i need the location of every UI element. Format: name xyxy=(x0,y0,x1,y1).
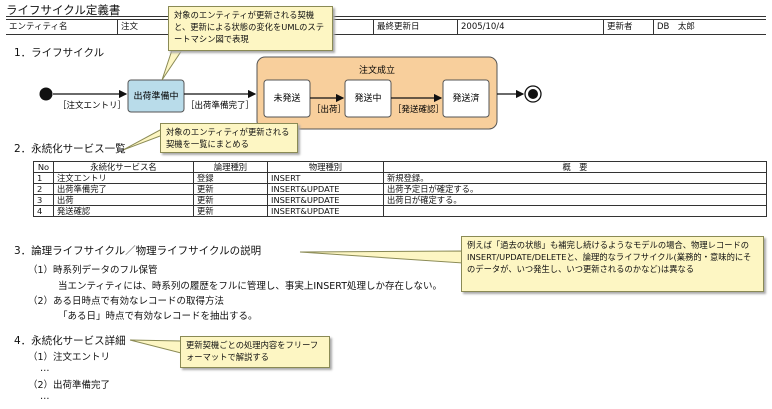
initial-state-dot xyxy=(39,87,53,101)
section-2-heading: 2．永続化サービス一覧 xyxy=(14,143,126,155)
col-logical-type: 論理種別 xyxy=(193,161,268,173)
cell-physical: INSERT&UPDATE xyxy=(267,205,384,217)
cell-logical: 更新 xyxy=(193,183,268,195)
callout-3-pointer xyxy=(299,250,464,264)
col-no: No xyxy=(33,161,54,173)
cell-summary: 出荷日が確定する。 xyxy=(383,194,767,206)
cell-logical: 更新 xyxy=(193,194,268,206)
cell-service: 注文エントリ xyxy=(53,172,194,184)
event-order-entry: ［注文エントリ］ xyxy=(58,100,126,111)
updater-value: DB 太郎 xyxy=(657,22,695,32)
composite-state-title: 注文成立 xyxy=(359,64,395,76)
cell-service: 出荷準備完了 xyxy=(53,183,194,195)
cell-physical: INSERT xyxy=(267,172,384,184)
cell-physical: INSERT&UPDATE xyxy=(267,183,384,195)
section-4-heading: 4．永続化サービス詳細 xyxy=(14,335,126,347)
callout-4-pointer xyxy=(129,339,182,354)
cell-service: 出荷 xyxy=(53,194,194,206)
section-3-sub2: （2）ある日時点で有効なレコードの取得方法 xyxy=(28,296,225,307)
section-4-ellipsis-2: … xyxy=(40,391,50,402)
persistence-service-table: No 永続化サービス名 論理種別 物理種別 概 要 1 注文エントリ 登録 IN… xyxy=(33,161,767,217)
callout-service-detail-note: 更新契機ごとの処理内容をフリーフォーマットで解説する xyxy=(180,336,330,368)
cell-physical: INSERT&UPDATE xyxy=(267,194,384,206)
table-row: 4 発送確認 更新 INSERT&UPDATE xyxy=(33,205,767,217)
title-divider xyxy=(6,16,766,17)
updater-label: 更新者 xyxy=(604,20,654,34)
table-header-row: No 永続化サービス名 論理種別 物理種別 概 要 xyxy=(33,161,767,173)
section-3-sub1: （1）時系列データのフル保管 xyxy=(28,265,158,276)
callout-service-list-note: 対象のエンティティが更新される契機を一覧にまとめる xyxy=(160,123,298,153)
state-shipped-label: 発送済 xyxy=(452,92,479,104)
cell-logical: 登録 xyxy=(193,172,268,184)
final-state-dot xyxy=(528,89,538,99)
callout-lifecycle-explanation-note: 例えば「過去の状態」も補完し続けるようなモデルの場合、物理レコードのINSERT… xyxy=(461,236,764,292)
cell-no: 1 xyxy=(33,172,54,184)
last-updated-label: 最終更新日 xyxy=(374,20,458,34)
cell-no: 2 xyxy=(33,183,54,195)
document-title: ライフサイクル定義書 xyxy=(6,3,121,17)
col-summary: 概 要 xyxy=(383,161,767,173)
table-row: 2 出荷準備完了 更新 INSERT&UPDATE 出荷予定日が確定する。 xyxy=(33,183,767,195)
state-shipping-prep xyxy=(127,79,185,113)
col-service-name: 永続化サービス名 xyxy=(53,161,194,173)
state-machine-diagram: 出荷準備中 注文成立 未発送 発送中 発送済 ［注文エントリ］ ［出荷準備完了］… xyxy=(39,31,542,151)
cell-summary: 新規登録。 xyxy=(383,172,767,184)
cell-summary xyxy=(383,205,767,217)
last-updated-value: 2005/10/4 xyxy=(458,20,604,34)
section-4-sub1: （1）注文エントリ xyxy=(28,352,111,363)
section-4-ellipsis-1: … xyxy=(40,363,50,374)
entity-name-value: 注文 xyxy=(118,20,374,34)
state-unshipped-label: 未発送 xyxy=(273,92,300,104)
col-physical-type: 物理種別 xyxy=(267,161,384,173)
entity-name-label: エンティティ名 xyxy=(6,20,118,34)
section-1-heading: 1．ライフサイクル xyxy=(14,47,105,59)
state-shipping-label: 発送中 xyxy=(354,92,381,104)
section-4-sub2: （2）出荷準備完了 xyxy=(28,380,111,391)
event-ship-confirm: ［発送確認］ xyxy=(393,104,444,115)
cell-no: 3 xyxy=(33,194,54,206)
event-ship: ［出荷］ xyxy=(312,104,346,115)
cell-no: 4 xyxy=(33,205,54,217)
state-shipped xyxy=(442,79,490,118)
cell-summary: 出荷予定日が確定する。 xyxy=(383,183,767,195)
cell-logical: 更新 xyxy=(193,205,268,217)
lower-callout-pointers xyxy=(129,250,464,354)
event-prep-done: ［出荷準備完了］ xyxy=(186,100,254,111)
state-shipping-prep-label: 出荷準備中 xyxy=(133,90,178,102)
table-row: 3 出荷 更新 INSERT&UPDATE 出荷日が確定する。 xyxy=(33,194,767,206)
callout-statemachine-note: 対象のエンティティが更新される契機と、更新による状態の変化をUMLのステートマシ… xyxy=(168,6,333,51)
section-3-sub1-text: 当エンティティには、時系列の履歴をフルに管理し、事実上INSERT処理しか存在し… xyxy=(58,281,443,292)
section-3-heading: 3．論理ライフサイクル／物理ライフサイクルの説明 xyxy=(14,245,262,257)
cell-service: 発送確認 xyxy=(53,205,194,217)
table-row: 1 注文エントリ 登録 INSERT 新規登録。 xyxy=(33,172,767,184)
section-3-sub2-text: 「ある日」時点で有効なレコードを抽出する。 xyxy=(58,311,258,322)
